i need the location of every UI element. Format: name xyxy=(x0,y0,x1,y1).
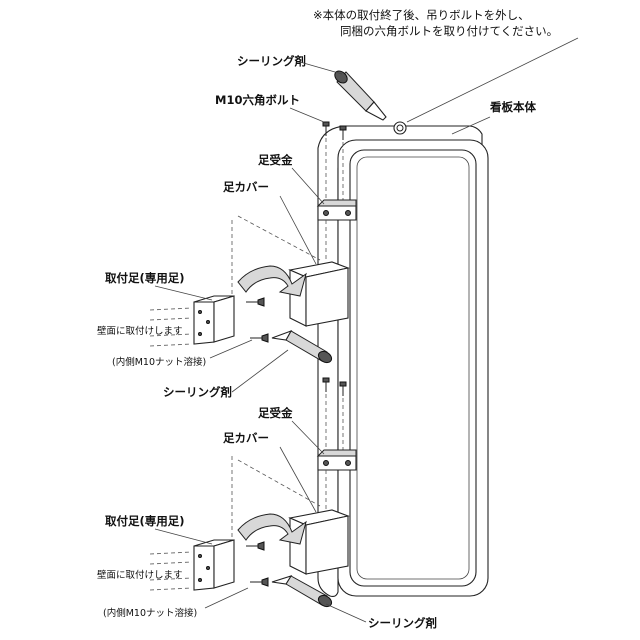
leader-nut-weld-lower xyxy=(204,587,249,609)
upper-assembly xyxy=(149,199,357,347)
foot-receiver-upper xyxy=(316,199,357,221)
leader-mounting-foot-upper xyxy=(154,285,213,301)
leader-nut-weld-upper xyxy=(209,339,253,359)
label-foot-receiver-upper: 足受金 xyxy=(258,153,293,167)
leader-sealant-bottom xyxy=(325,603,367,623)
installation-note: ※本体の取付終了後、吊りボルトを外し、 同梱の六角ボルトを取り付けてください。 xyxy=(313,8,579,123)
guide-upper-2 xyxy=(237,215,321,261)
label-foot-cover-upper: 足カバー xyxy=(223,180,269,194)
mounting-foot-lower xyxy=(193,539,235,591)
leader-sealant-middle xyxy=(231,349,289,393)
wall-arrows-upper xyxy=(149,307,193,347)
sign-body xyxy=(317,121,489,598)
guide-lower-2 xyxy=(237,459,321,507)
label-sign-body: 看板本体 xyxy=(489,100,536,114)
label-nut-weld-lower: (内側M10ナット溶接) xyxy=(103,607,197,619)
label-mounting-foot-upper: 取付足(専用足) xyxy=(105,271,185,285)
leader-sealant-top xyxy=(299,61,343,75)
note-leader xyxy=(406,37,579,123)
insert-arrow-lower xyxy=(237,513,307,545)
leader-sign-body xyxy=(451,116,491,135)
insert-arrow-upper xyxy=(237,265,307,297)
label-hex-bolt: M10六角ボルト xyxy=(215,93,300,107)
mounting-foot-upper xyxy=(193,295,235,345)
sealant-tube-middle xyxy=(271,329,333,364)
leader-foot-cover-lower xyxy=(279,446,317,513)
eye-bolt xyxy=(393,121,407,135)
hex-bolts-middle xyxy=(322,377,347,456)
label-sealant-bottom: シーリング剤 xyxy=(368,616,437,630)
leader-hex-bolt xyxy=(289,107,325,123)
lower-assembly xyxy=(149,449,357,591)
hex-bolts-top xyxy=(322,121,347,210)
label-nut-weld-upper: (内側M10ナット溶接) xyxy=(112,356,206,368)
leader-foot-receiver-lower xyxy=(291,420,325,455)
note-line-1: ※本体の取付終了後、吊りボルトを外し、 xyxy=(313,8,530,22)
sealant-tube-bottom xyxy=(271,575,333,608)
label-mounting-foot-lower: 取付足(専用足) xyxy=(105,514,185,528)
leader-mounting-foot-lower xyxy=(154,528,213,545)
label-wall-mount-upper: 壁面に取付けします xyxy=(97,325,183,337)
screws-upper xyxy=(246,297,269,343)
label-foot-receiver-lower: 足受金 xyxy=(258,406,293,420)
foot-receiver-lower xyxy=(316,449,357,471)
label-sealant-top: シーリング剤 xyxy=(237,54,306,68)
wall-arrows-lower xyxy=(149,551,193,591)
label-foot-cover-lower: 足カバー xyxy=(223,431,269,445)
screws-lower xyxy=(246,541,269,587)
leader-foot-receiver-upper xyxy=(291,167,325,205)
label-sealant-middle: シーリング剤 xyxy=(163,385,232,399)
sealant-tube-top xyxy=(334,70,387,121)
note-line-2: 同梱の六角ボルトを取り付けてください。 xyxy=(340,24,558,38)
label-wall-mount-lower: 壁面に取付けします xyxy=(97,569,183,581)
leader-foot-cover-upper xyxy=(279,195,317,265)
